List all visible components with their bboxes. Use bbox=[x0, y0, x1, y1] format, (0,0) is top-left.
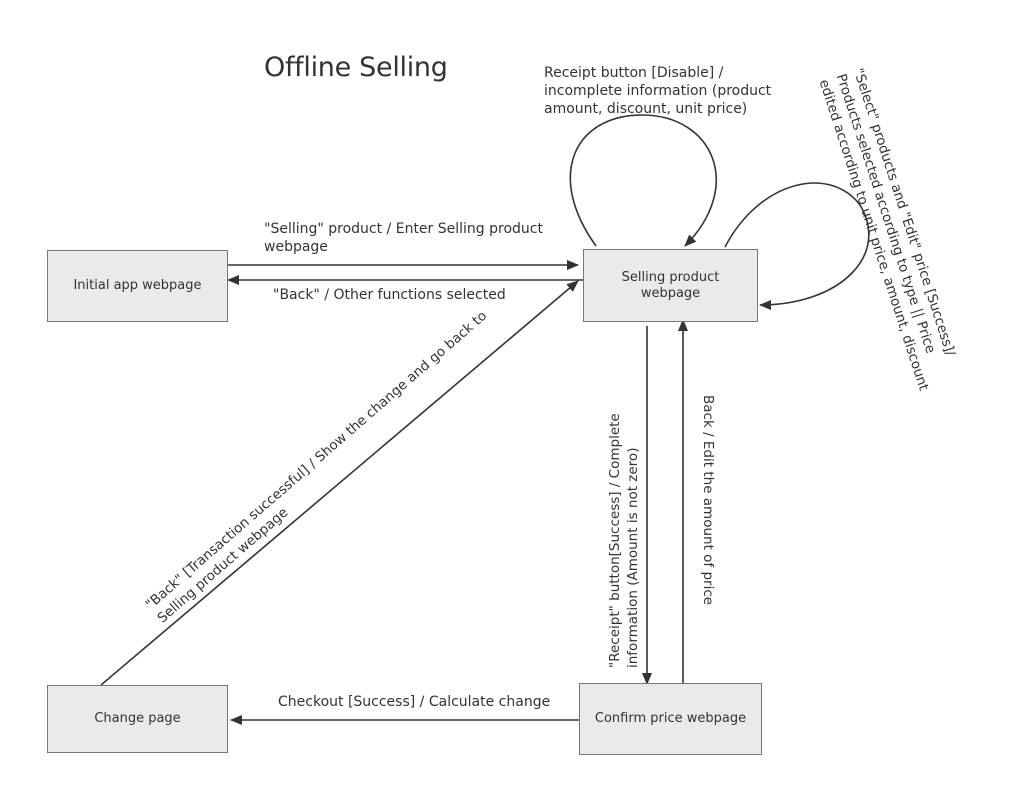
state-selling-product-webpage: Selling product webpage bbox=[583, 249, 758, 322]
transition-label-enter-selling: "Selling" product / Enter Selling produc… bbox=[264, 221, 543, 255]
diagram-title: Offline Selling bbox=[264, 52, 448, 83]
state-initial-app-webpage: Initial app webpage bbox=[47, 250, 228, 322]
transition-label-checkout: Checkout [Success] / Calculate change bbox=[278, 694, 551, 710]
arrow-select-edit-loop bbox=[724, 182, 870, 310]
arrow-back-transaction bbox=[100, 280, 579, 686]
state-label: Initial app webpage bbox=[73, 278, 202, 293]
label-line: information (Amount is not zero) bbox=[625, 447, 641, 668]
label-line: Back / Edit the amount of price bbox=[700, 395, 716, 606]
state-label: Confirm price webpage bbox=[594, 711, 747, 726]
transition-label-back-edit: Back / Edit the amount of price bbox=[699, 395, 717, 605]
transition-label-back-other: "Back" / Other functions selected bbox=[273, 287, 506, 303]
label-line: Receipt button [Disable] / bbox=[544, 65, 724, 81]
label-line: incomplete information (product bbox=[544, 83, 772, 99]
label-line: "Receipt" button[Success] / Complete bbox=[607, 413, 623, 668]
transition-label-receipt-disable: Receipt button [Disable] / incomplete in… bbox=[544, 64, 771, 118]
arrow-receipt-disable-loop bbox=[569, 114, 718, 247]
state-label: Change page bbox=[94, 711, 181, 726]
transition-label-receipt-success: "Receipt" button[Success] / Complete inf… bbox=[606, 413, 642, 668]
label-line: amount, discount, unit price) bbox=[544, 101, 748, 117]
state-change-page: Change page bbox=[47, 685, 228, 753]
state-confirm-price-webpage: Confirm price webpage bbox=[579, 683, 762, 755]
state-label: Selling product webpage bbox=[621, 269, 720, 301]
